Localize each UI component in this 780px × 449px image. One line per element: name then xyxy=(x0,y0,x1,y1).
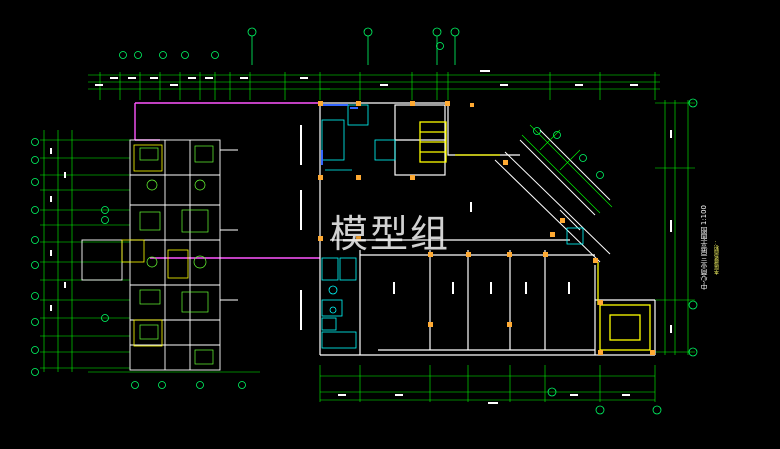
window-marks xyxy=(321,104,358,165)
diagonal-wing xyxy=(494,129,611,263)
main-block-fixtures xyxy=(321,104,584,349)
left-block-walls xyxy=(81,139,238,371)
structural-columns xyxy=(318,101,655,355)
drawing-subtitle: 本层建筑面积： xyxy=(714,240,720,275)
main-block-cores xyxy=(419,121,651,351)
left-block-cores xyxy=(121,144,189,347)
bottom-dimension-lines xyxy=(88,365,656,402)
diagonal-dimensions xyxy=(521,124,613,214)
room-label-marks xyxy=(300,125,570,330)
dimension-text-blips xyxy=(50,70,672,404)
top-dimension-lines xyxy=(88,72,660,100)
right-dimension-lines xyxy=(655,100,695,355)
left-block-furniture xyxy=(139,145,214,365)
drawing-title: 中心商业三层平面图 1:100 xyxy=(700,205,708,291)
left-dimension-lines xyxy=(40,130,130,372)
grid-axis-bubbles xyxy=(31,27,698,415)
